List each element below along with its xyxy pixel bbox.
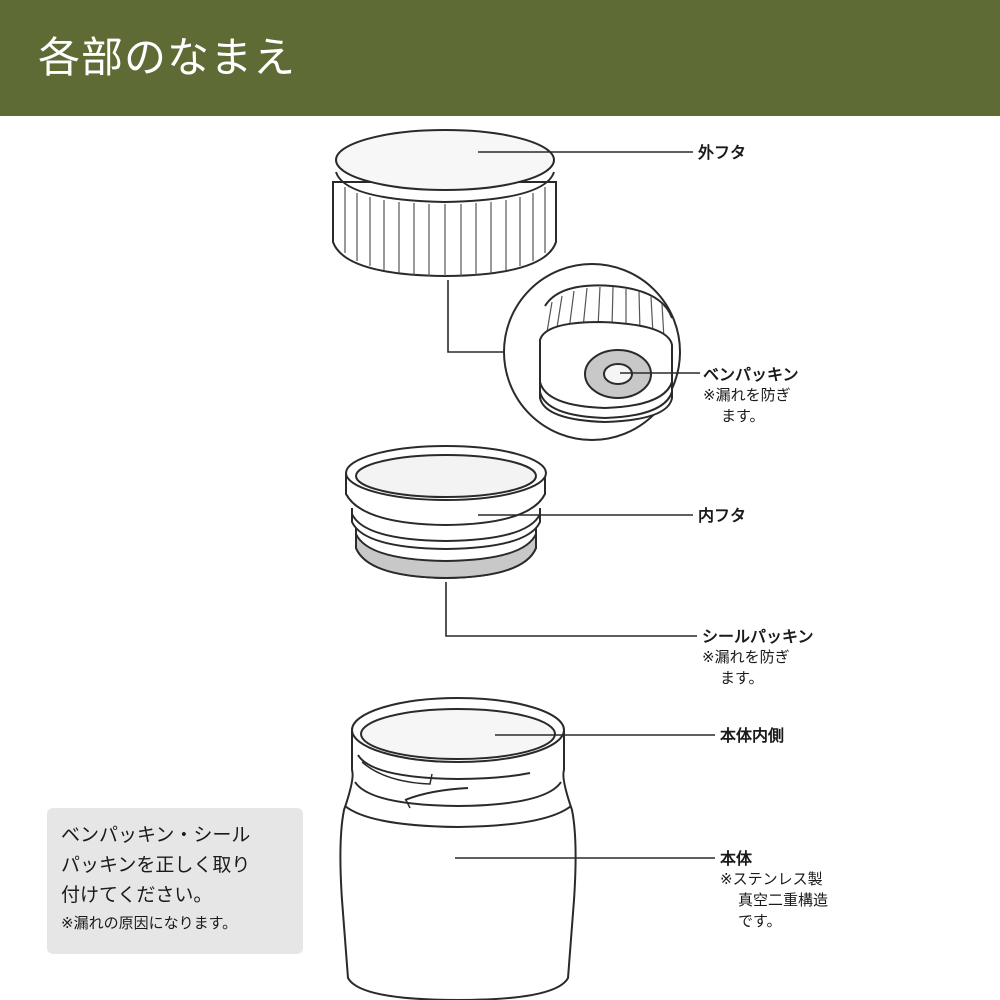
seal-packing-name: シールパッキン: [702, 627, 814, 646]
inner-lid-name: 内フタ: [698, 506, 747, 525]
label-pen-packing: ベンパッキン ※漏れを防ぎ ます。: [703, 364, 799, 427]
seal-packing-note-2: ます。: [720, 669, 764, 687]
label-outer-lid: 外フタ: [698, 142, 746, 163]
seal-packing-note-1: ※漏れを防ぎ: [702, 648, 790, 666]
body-note-2: 真空二重構造: [738, 891, 829, 909]
notice-line-3: 付けてください。: [61, 884, 213, 906]
header-bar: 各部のなまえ: [0, 0, 1000, 116]
notice-line-1: ベンパッキン・シール: [61, 824, 251, 846]
page-title: 各部のなまえ: [38, 33, 297, 82]
outer-lid-illustration: [332, 129, 557, 278]
body-note-3: です。: [738, 912, 782, 930]
notice-line-2: パッキンを正しく取り: [61, 854, 251, 876]
body-note-1: ※ステンレス製: [720, 870, 823, 888]
label-inner-lid: 内フタ: [698, 505, 746, 526]
pen-packing-note-2: ます。: [721, 407, 765, 425]
body-inner-name: 本体内側: [720, 726, 785, 745]
pen-packing-zoom-illustration: [503, 263, 681, 441]
outer-lid-name: 外フタ: [698, 143, 747, 162]
label-seal-packing: シールパッキン ※漏れを防ぎ ます。: [702, 626, 814, 689]
pen-packing-note-1: ※漏れを防ぎ: [703, 386, 791, 404]
pen-packing-name: ベンパッキン: [703, 365, 799, 384]
label-body: 本体 ※ステンレス製 真空二重構造 です。: [720, 848, 828, 932]
notice-line-4: ※漏れの原因になります。: [61, 914, 238, 932]
label-body-inner: 本体内側: [720, 725, 784, 746]
body-name: 本体: [720, 849, 753, 868]
body-illustration: [339, 697, 577, 1000]
notice-box: ベンパッキン・シール パッキンを正しく取り 付けてください。 ※漏れの原因になり…: [47, 808, 303, 954]
inner-lid-illustration: [345, 445, 547, 580]
